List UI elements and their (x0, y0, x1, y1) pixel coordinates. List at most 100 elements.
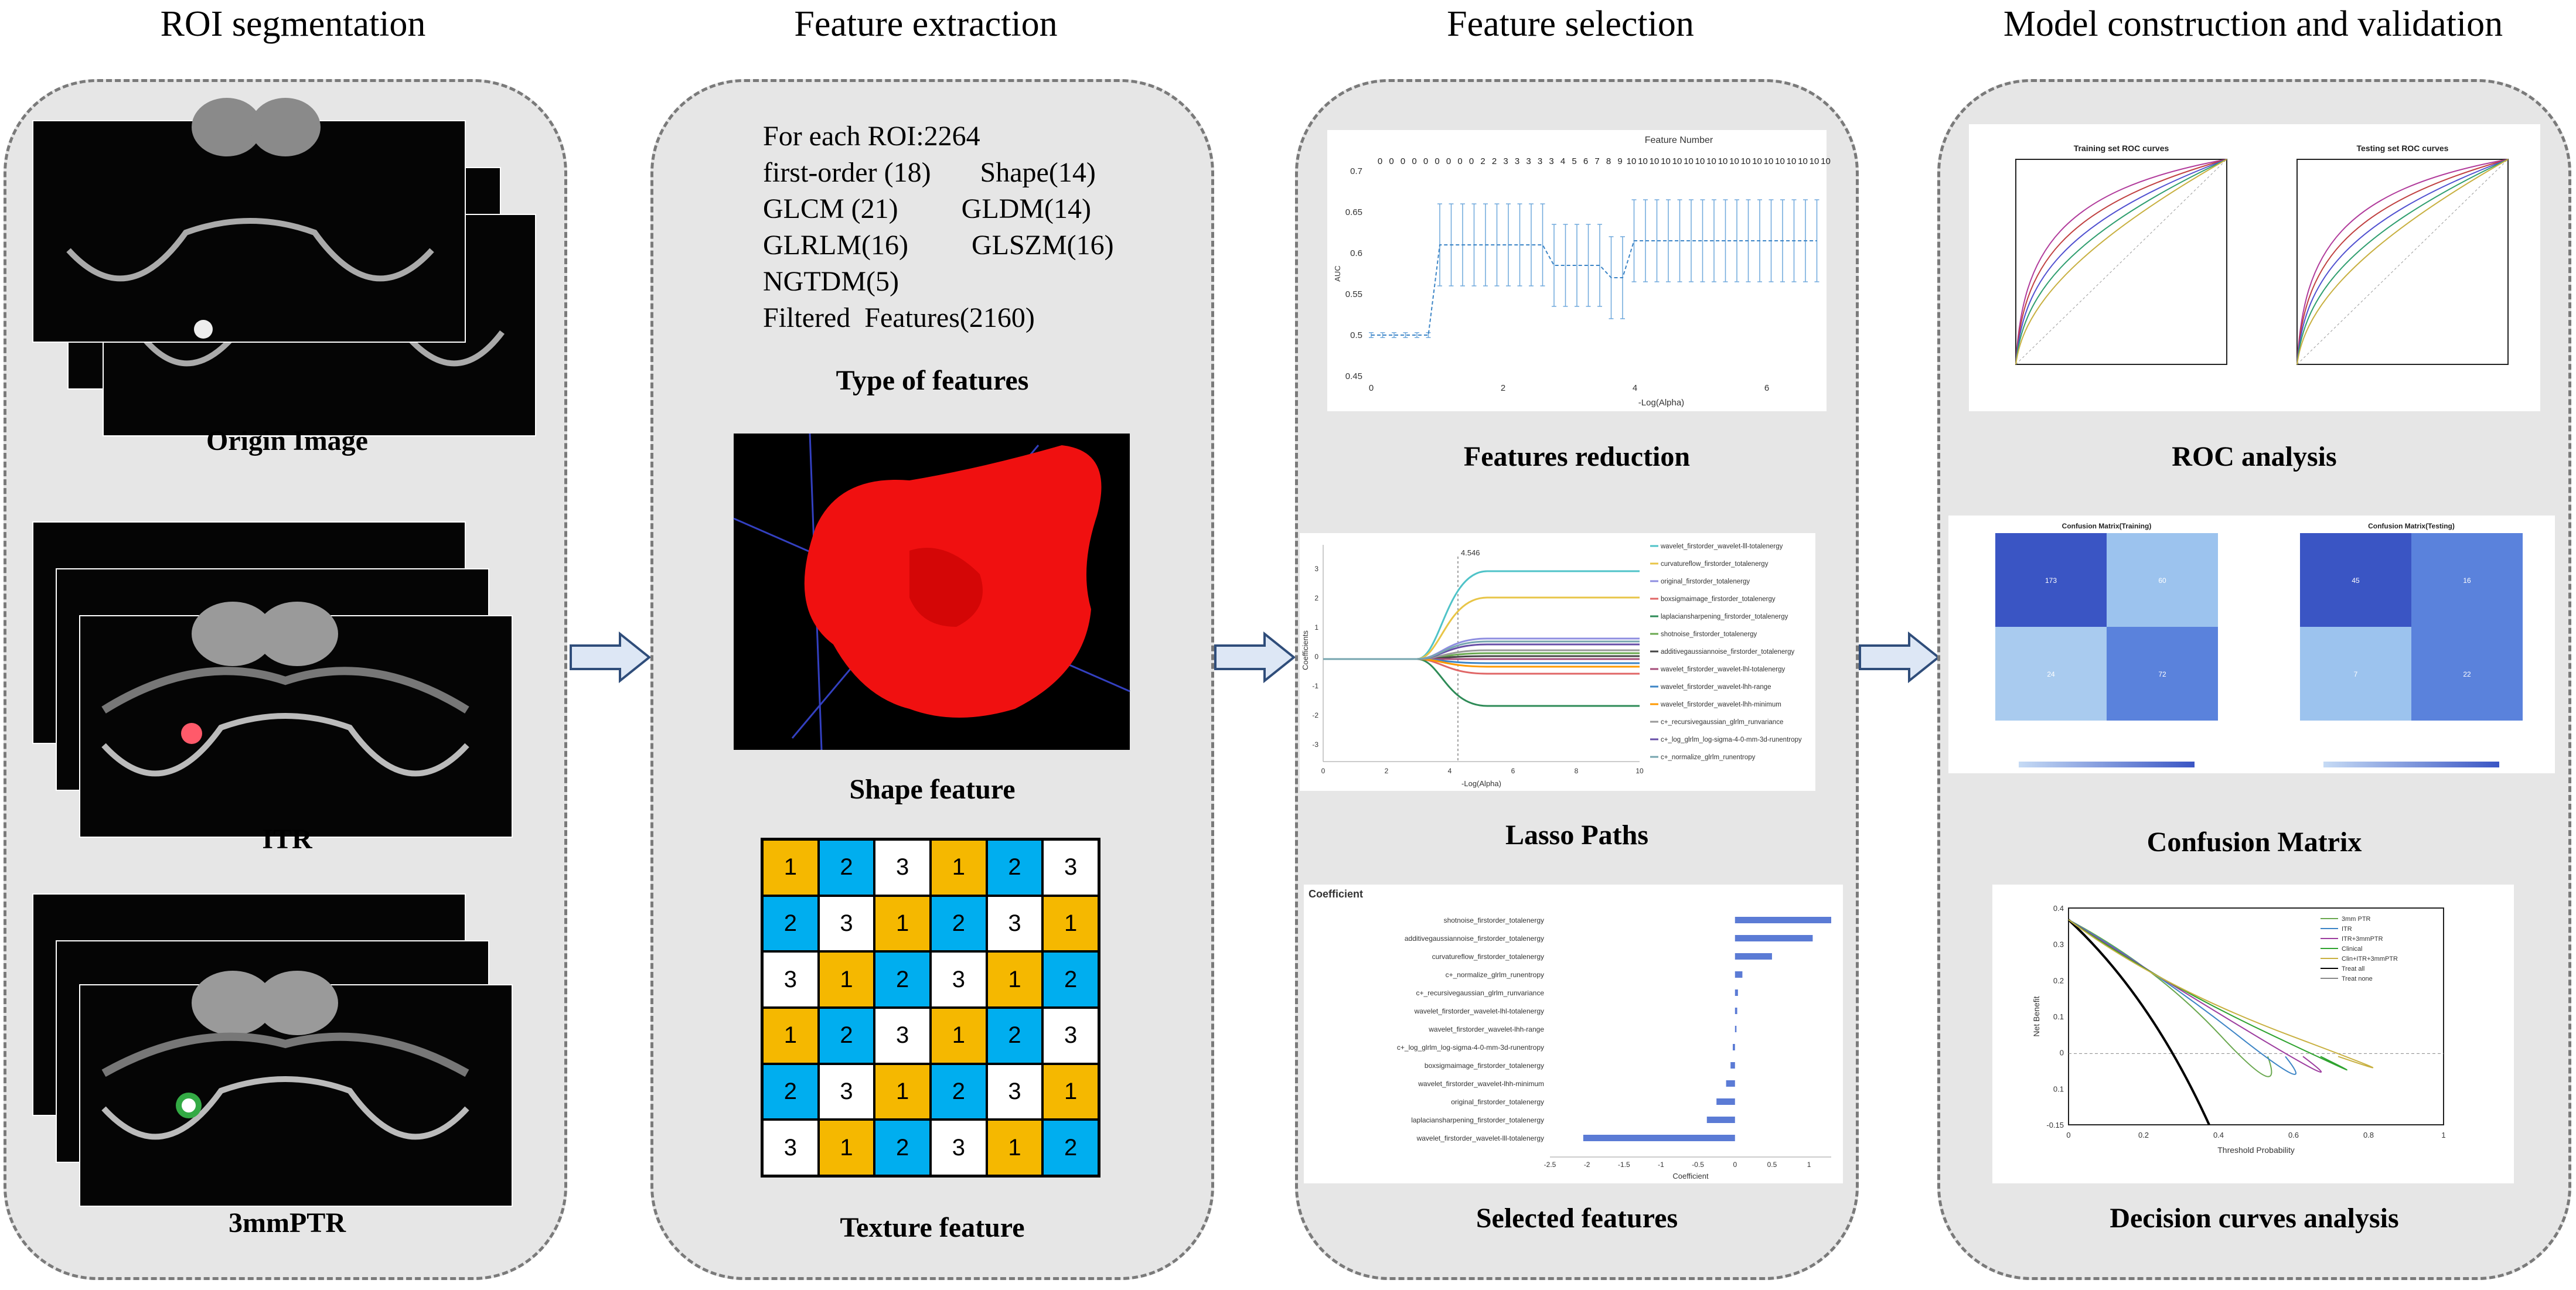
feature-number-label: 10 (1775, 156, 1785, 166)
dca-frame (2068, 907, 2444, 1125)
shape-feature-3d-render (733, 433, 1130, 750)
mri-image-origin-front (32, 98, 466, 343)
caption-3mmptr: 3mmPTR (229, 1207, 346, 1238)
coef-category-label: wavelet_firstorder_wavelet-lhh-minimum (1418, 1080, 1544, 1088)
cm-cell (2300, 533, 2411, 627)
reduction-y-tick: 0.5 (1350, 330, 1362, 340)
dca-model-curve (2068, 919, 2322, 1073)
reduction-x-tick: 6 (1764, 383, 1769, 393)
feature-number-label: 0 (1469, 156, 1474, 166)
feature-number-label: 8 (1606, 156, 1611, 166)
coef-category-label: boxsigmaimage_firstorder_totalenergy (1425, 1062, 1544, 1070)
roc-title: Training set ROC curves (2074, 144, 2169, 153)
texture-cell: 3 (930, 1120, 987, 1176)
texture-cell: 1 (818, 951, 875, 1008)
feature-number-label: 10 (1787, 156, 1797, 166)
coef-bar (1730, 1062, 1735, 1069)
feature-number-label: 5 (1572, 156, 1576, 166)
coef-category-label: shotnoise_firstorder_totalenergy (1444, 916, 1544, 924)
feature-number-label: 3 (1503, 156, 1508, 166)
texture-cell: 2 (818, 1007, 875, 1064)
caption-lasso-paths: Lasso Paths (1505, 820, 1649, 851)
roc-diagonal (2296, 159, 2509, 365)
cm-cell (2300, 627, 2411, 721)
reduction-title: Feature Number (1645, 135, 1713, 145)
feature-number-label: 0 (1389, 156, 1393, 166)
feature-number-label: 0 (1434, 156, 1439, 166)
lasso-legend-label: wavelet_firstorder_wavelet-lhh-range (1660, 684, 1771, 691)
roc-frame (2296, 159, 2509, 365)
feature-number-label: 3 (1515, 156, 1519, 166)
cm-cell (2411, 533, 2523, 627)
extraction-line-3: GLCM (21) GLDM(14) (763, 193, 1091, 224)
lasso-x-tick: 6 (1511, 767, 1515, 775)
caption-texture-feature: Texture feature (840, 1212, 1025, 1243)
feature-number-label: 10 (1729, 156, 1739, 166)
lasso-y-tick: -2 (1312, 711, 1318, 719)
reduction-y-tick: 0.6 (1350, 248, 1362, 258)
lasso-path-line (1323, 570, 1640, 660)
extraction-line-1: For each ROI:2264 (763, 121, 980, 152)
texture-cell: 2 (930, 895, 987, 952)
texture-cell: 3 (818, 1063, 875, 1120)
lasso-y-tick: -1 (1312, 682, 1318, 690)
lasso-legend-label: wavelet_firstorder_wavelet-lhh-minimum (1660, 701, 1781, 708)
texture-cell: 3 (1042, 1007, 1099, 1064)
arrow-2-icon (1214, 631, 1296, 684)
feature-number-label: 10 (1638, 156, 1648, 166)
texture-cell: 2 (762, 1063, 819, 1120)
coef-bar (1716, 1098, 1735, 1105)
texture-cell: 3 (930, 951, 987, 1008)
cm-title: Confusion Matrix(Testing) (2368, 522, 2455, 530)
cm-cell (2411, 627, 2523, 721)
feature-number-label: 2 (1492, 156, 1497, 166)
dca-model-curve (2068, 919, 2374, 1069)
feature-number-label: 10 (1764, 156, 1774, 166)
dca-x-tick: 0.4 (2213, 1131, 2224, 1139)
feature-number-label: 10 (1821, 156, 1831, 166)
feature-number-label: 6 (1583, 156, 1588, 166)
dca-legend-label: Treat none (2342, 975, 2373, 982)
texture-cell: 3 (874, 839, 931, 896)
texture-cell: 2 (930, 1063, 987, 1120)
lasso-y-label: Coefficients (1301, 630, 1310, 670)
feature-number-label: 0 (1446, 156, 1451, 166)
cm-cell-value: 45 (2352, 576, 2360, 585)
lasso-legend-label: c+_recursivegaussian_glrlm_runvariance (1661, 719, 1783, 726)
dca-legend-label: Clinical (2342, 946, 2362, 953)
caption-selected-features: Selected features (1476, 1203, 1678, 1234)
texture-cell: 2 (986, 1007, 1043, 1064)
auc-mean-line (1371, 240, 1817, 336)
caption-shape-feature: Shape feature (849, 774, 1016, 805)
lasso-x-tick: 8 (1575, 767, 1579, 775)
feature-number-label: 10 (1650, 156, 1660, 166)
caption-type-of-features: Type of features (836, 365, 1029, 396)
lasso-legend-label: original_firstorder_totalenergy (1661, 578, 1750, 585)
lasso-x-tick: 10 (1635, 767, 1644, 775)
dca-legend-label: Treat all (2342, 965, 2364, 972)
coef-x-tick: -2.5 (1544, 1161, 1556, 1169)
extraction-line-5: NGTDM(5) (763, 266, 899, 297)
lasso-legend-label: wavelet_firstorder_wavelet-lhl-totalener… (1660, 666, 1785, 673)
cm-colorbar (2323, 762, 2499, 767)
feature-number-label: 2 (1480, 156, 1485, 166)
extraction-line-2: first-order (18) Shape(14) (763, 157, 1096, 188)
coef-x-tick: -1.5 (1618, 1161, 1630, 1169)
reduction-x-tick: 0 (1369, 383, 1374, 393)
reduction-x-label: -Log(Alpha) (1638, 398, 1684, 408)
cm-cell (1995, 533, 2107, 627)
feature-number-label: 10 (1810, 156, 1819, 166)
stage-title-extraction: Feature extraction (794, 4, 1058, 44)
reduction-y-tick: 0.65 (1345, 207, 1362, 217)
caption-decision-curves: Decision curves analysis (2110, 1203, 2399, 1234)
coef-x-label: Coefficient (1672, 1172, 1709, 1180)
texture-cell: 1 (874, 1063, 931, 1120)
coef-bar (1735, 1026, 1737, 1032)
reduction-y-tick: 0.55 (1345, 289, 1362, 299)
feature-number-label: 3 (1538, 156, 1542, 166)
texture-cell: 1 (762, 839, 819, 896)
texture-cell: 3 (818, 895, 875, 952)
